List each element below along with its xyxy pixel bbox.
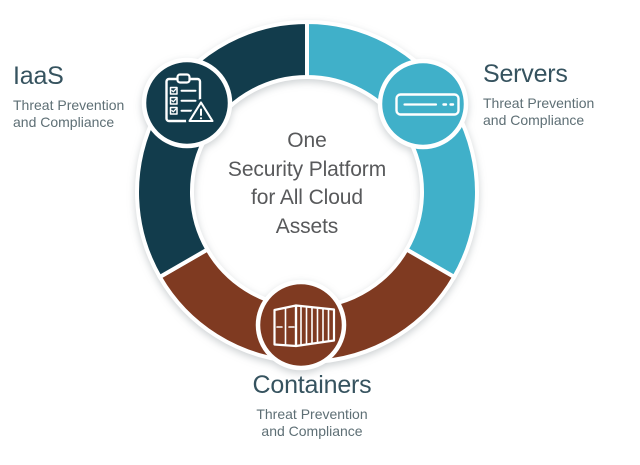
- containers-icon-badge: [255, 279, 347, 371]
- servers-subtitle-line: and Compliance: [483, 112, 585, 129]
- center-text-line: for All Cloud: [251, 186, 363, 210]
- servers-subtitle: Threat Prevention and Compliance: [483, 95, 594, 131]
- iaas-title: IaaS: [13, 62, 64, 90]
- center-text-line: Security Platform: [227, 157, 387, 181]
- containers-subtitle-line: Threat Prevention: [256, 405, 368, 422]
- iaas-label-block: IaaS Threat Prevention and Compliance: [13, 62, 124, 133]
- iaas-subtitle-line: Threat Prevention: [13, 96, 125, 113]
- servers-icon-badge: [377, 58, 469, 150]
- servers-label-block: Servers Threat Prevention and Compliance: [483, 60, 594, 131]
- warning-triangle-icon: [186, 99, 216, 125]
- containers-label-block: Containers Threat Prevention and Complia…: [202, 371, 422, 442]
- iaas-icon-badge: [141, 57, 233, 149]
- ring-segment-containers: [157, 246, 457, 364]
- container-icon: [273, 304, 336, 348]
- center-text-line: One: [287, 129, 327, 152]
- iaas-subtitle: Threat Prevention and Compliance: [13, 97, 124, 133]
- center-text: One Security Platform for All Cloud Asse…: [182, 127, 432, 241]
- servers-subtitle-line: Threat Prevention: [483, 94, 595, 111]
- checklist-warning-icon: [165, 73, 216, 125]
- servers-title: Servers: [483, 60, 568, 88]
- iaas-subtitle-line: and Compliance: [13, 114, 115, 131]
- center-text-line: Assets: [275, 214, 339, 238]
- containers-title: Containers: [252, 371, 372, 399]
- containers-subtitle: Threat Prevention and Compliance: [202, 406, 422, 442]
- server-icon: [395, 93, 460, 116]
- containers-subtitle-line: and Compliance: [261, 423, 363, 440]
